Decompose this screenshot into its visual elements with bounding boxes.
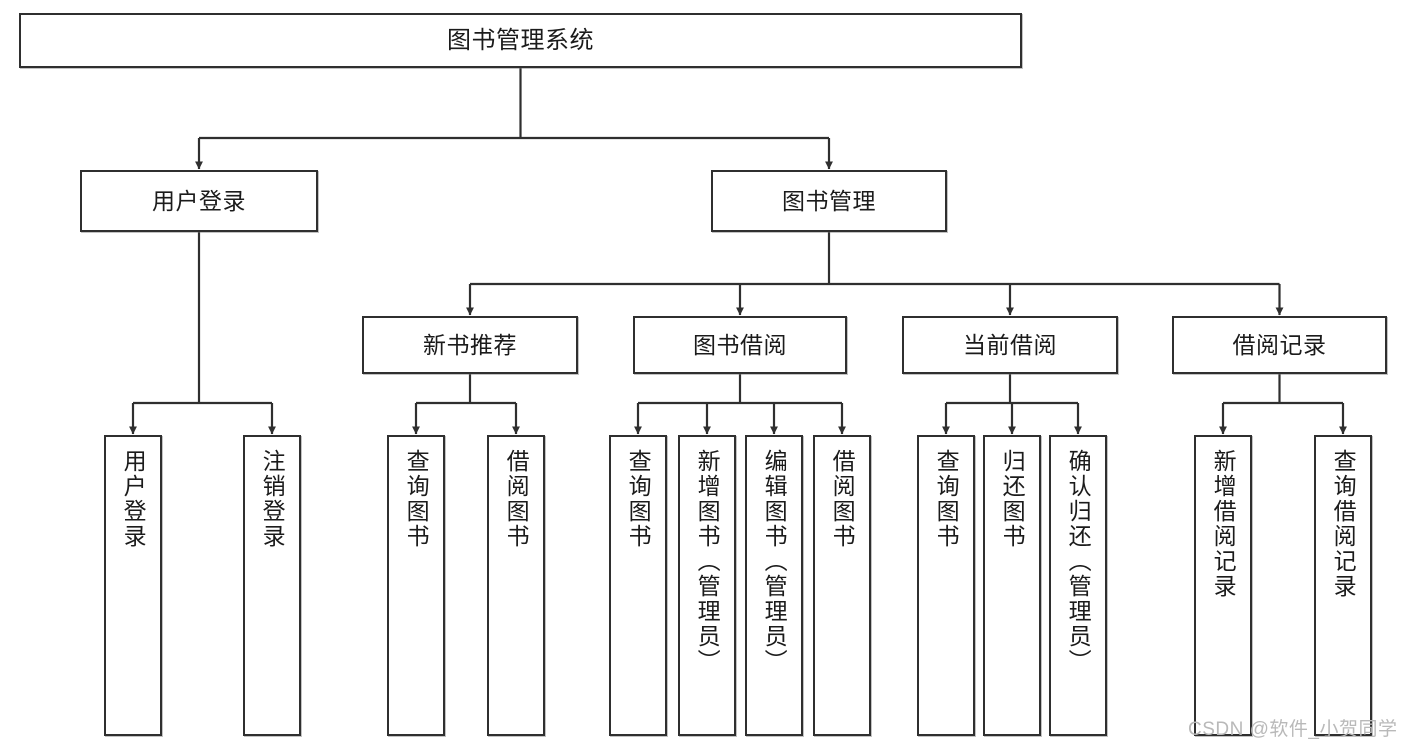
edge-group (129, 68, 1347, 435)
node-label-leaf-user-login: 用户登录 (120, 449, 147, 549)
node-user-login[interactable]: 用户登录 (80, 170, 318, 232)
node-label-leaf-borrow-add-book: 新增图书（管理员） (694, 449, 721, 674)
node-label-root: 图书管理系统 (447, 26, 594, 54)
node-root[interactable]: 图书管理系统 (19, 13, 1022, 68)
node-label-leaf-borrow-lend-book: 借阅图书 (829, 449, 856, 549)
node-label-book-manage: 图书管理 (782, 187, 876, 214)
node-new-book-rec[interactable]: 新书推荐 (362, 316, 578, 374)
node-borrow-record[interactable]: 借阅记录 (1172, 316, 1387, 374)
node-label-leaf-record-add: 新增借阅记录 (1210, 449, 1237, 599)
node-leaf-record-add[interactable]: 新增借阅记录 (1194, 435, 1252, 736)
node-leaf-rec-query-book[interactable]: 查询图书 (387, 435, 445, 736)
node-label-borrow-record: 借阅记录 (1232, 331, 1327, 358)
node-leaf-current-return-book[interactable]: 归还图书 (983, 435, 1041, 736)
node-leaf-current-confirm-return[interactable]: 确认归还（管理员） (1049, 435, 1107, 736)
node-label-leaf-borrow-query-book: 查询图书 (625, 449, 652, 549)
node-leaf-current-query-book[interactable]: 查询图书 (917, 435, 975, 736)
node-label-leaf-current-query-book: 查询图书 (933, 449, 960, 549)
node-leaf-borrow-add-book[interactable]: 新增图书（管理员） (678, 435, 736, 736)
node-label-current-borrow: 当前借阅 (963, 331, 1057, 358)
node-label-new-book-rec: 新书推荐 (423, 331, 517, 358)
node-label-user-login: 用户登录 (152, 187, 246, 214)
node-label-leaf-rec-borrow-book: 借阅图书 (503, 449, 530, 549)
node-leaf-user-logout[interactable]: 注销登录 (243, 435, 301, 736)
node-leaf-borrow-edit-book[interactable]: 编辑图书（管理员） (745, 435, 803, 736)
node-label-leaf-current-confirm-return: 确认归还（管理员） (1065, 449, 1092, 674)
node-leaf-rec-borrow-book[interactable]: 借阅图书 (487, 435, 545, 736)
node-leaf-borrow-query-book[interactable]: 查询图书 (609, 435, 667, 736)
node-label-book-borrow: 图书借阅 (693, 331, 787, 358)
node-current-borrow[interactable]: 当前借阅 (902, 316, 1118, 374)
node-leaf-record-query[interactable]: 查询借阅记录 (1314, 435, 1372, 736)
node-label-leaf-user-logout: 注销登录 (259, 449, 286, 549)
node-label-leaf-rec-query-book: 查询图书 (403, 449, 430, 549)
node-label-leaf-current-return-book: 归还图书 (999, 449, 1026, 549)
node-book-manage[interactable]: 图书管理 (711, 170, 947, 232)
node-book-borrow[interactable]: 图书借阅 (633, 316, 847, 374)
node-label-leaf-borrow-edit-book: 编辑图书（管理员） (761, 449, 788, 674)
node-label-leaf-record-query: 查询借阅记录 (1330, 449, 1357, 599)
node-leaf-user-login[interactable]: 用户登录 (104, 435, 162, 736)
node-leaf-borrow-lend-book[interactable]: 借阅图书 (813, 435, 871, 736)
